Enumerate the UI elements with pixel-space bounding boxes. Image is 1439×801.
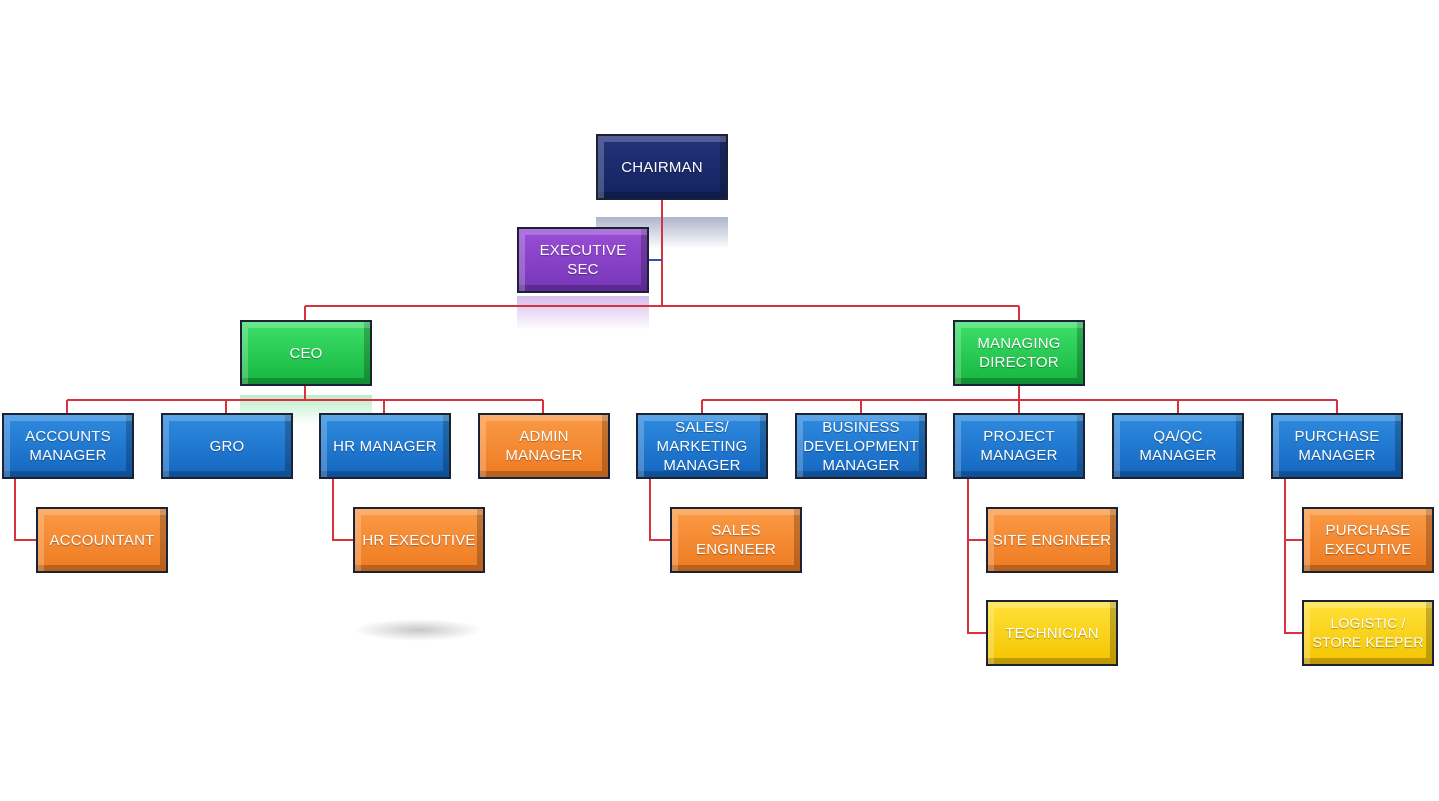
node-sales-marketing-manager[interactable]: SALES/ MARKETING MANAGER (636, 413, 768, 479)
connector-accountant (14, 478, 37, 541)
node-accounts-manager-label: ACCOUNTS MANAGER (25, 428, 111, 464)
connector-purchase (1284, 478, 1303, 634)
node-executive-sec-label: EXECUTIVE SEC (539, 242, 627, 278)
node-qa-qc-manager[interactable]: QA/QC MANAGER (1112, 413, 1244, 479)
node-executive-sec[interactable]: EXECUTIVE SEC (517, 227, 649, 293)
node-gro-label: GRO (209, 437, 245, 455)
connector-hr-executive (332, 478, 354, 541)
node-technician[interactable]: TECHNICIAN (986, 600, 1118, 666)
executive-sec-reflection (517, 296, 649, 330)
node-hr-manager-label: HR MANAGER (333, 437, 437, 455)
node-sales-engineer[interactable]: SALES ENGINEER (670, 507, 802, 573)
node-logistic-store-keeper[interactable]: LOGISTIC / STORE KEEPER (1302, 600, 1434, 666)
node-managing-director[interactable]: MANAGING DIRECTOR (953, 320, 1085, 386)
node-business-development-manager-label: BUSINESS DEVELOPMENT MANAGER (803, 418, 919, 474)
node-chairman[interactable]: CHAIRMAN (596, 134, 728, 200)
node-sales-marketing-manager-label: SALES/ MARKETING MANAGER (656, 418, 748, 474)
connector-site-engineer (967, 478, 987, 634)
node-ceo-label: CEO (289, 344, 323, 362)
node-accountant-label: ACCOUNTANT (49, 531, 155, 549)
node-gro[interactable]: GRO (161, 413, 293, 479)
node-hr-manager[interactable]: HR MANAGER (319, 413, 451, 479)
node-managing-director-label: MANAGING DIRECTOR (977, 335, 1061, 371)
node-ceo[interactable]: CEO (240, 320, 372, 386)
node-purchase-executive[interactable]: PURCHASE EXECUTIVE (1302, 507, 1434, 573)
node-accounts-manager[interactable]: ACCOUNTS MANAGER (2, 413, 134, 479)
connector-sales-engineer (649, 478, 671, 541)
node-hr-executive-label: HR EXECUTIVE (362, 531, 476, 549)
node-accountant[interactable]: ACCOUNTANT (36, 507, 168, 573)
node-qa-qc-manager-label: QA/QC MANAGER (1139, 428, 1217, 464)
node-project-manager[interactable]: PROJECT MANAGER (953, 413, 1085, 479)
node-admin-manager-label: ADMIN MANAGER (505, 428, 583, 464)
node-business-development-manager[interactable]: BUSINESS DEVELOPMENT MANAGER (795, 413, 927, 479)
node-site-engineer[interactable]: SITE ENGINEER (986, 507, 1118, 573)
node-chairman-label: CHAIRMAN (621, 158, 703, 176)
node-project-manager-label: PROJECT MANAGER (980, 428, 1058, 464)
node-purchase-manager-label: PURCHASE MANAGER (1294, 428, 1380, 464)
node-purchase-executive-label: PURCHASE EXECUTIVE (1324, 522, 1412, 558)
node-logistic-store-keeper-label: LOGISTIC / STORE KEEPER (1312, 615, 1424, 650)
node-purchase-manager[interactable]: PURCHASE MANAGER (1271, 413, 1403, 479)
node-technician-label: TECHNICIAN (1005, 624, 1099, 642)
node-site-engineer-label: SITE ENGINEER (992, 531, 1112, 549)
hr-executive-shadow (354, 619, 482, 641)
node-admin-manager[interactable]: ADMIN MANAGER (478, 413, 610, 479)
node-hr-executive[interactable]: HR EXECUTIVE (353, 507, 485, 573)
node-sales-engineer-label: SALES ENGINEER (696, 522, 776, 558)
